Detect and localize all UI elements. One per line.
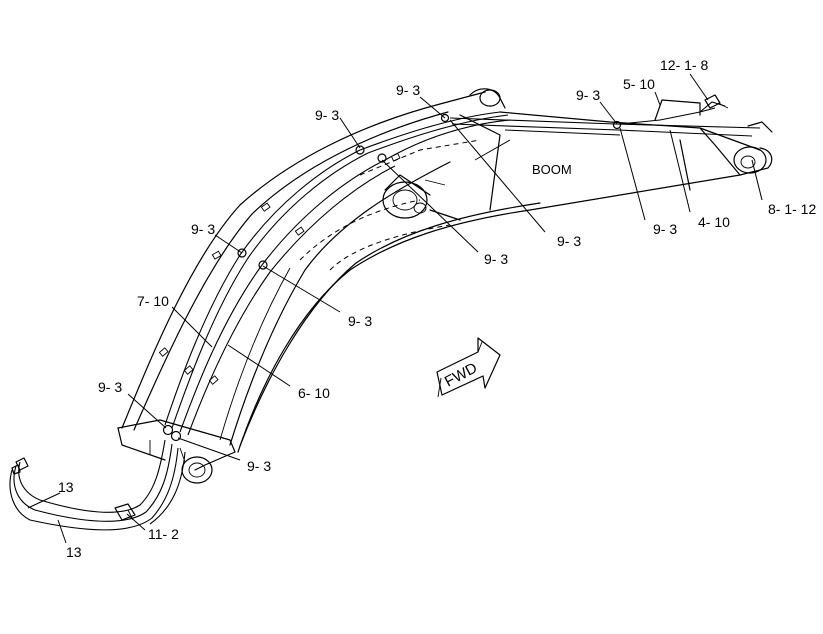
callout-9-3: 9- 3: [348, 313, 372, 329]
callout-labels: 9- 3 9- 3 9- 3 12- 1- 8 5- 10 9- 3 8- 1-…: [58, 57, 816, 560]
boom-label: BOOM: [532, 162, 572, 177]
callout-4-10: 4- 10: [698, 214, 730, 230]
callout-13: 13: [66, 544, 82, 560]
forward-arrow: FWD: [436, 337, 501, 398]
callout-8-1-12: 8- 1- 12: [768, 201, 816, 217]
clamps: [162, 113, 622, 442]
callout-7-10: 7- 10: [137, 293, 169, 309]
callout-5-10: 5- 10: [623, 76, 655, 92]
callout-9-3: 9- 3: [653, 221, 677, 237]
hydraulic-lines: [9, 94, 773, 531]
callout-12-1-8: 12- 1- 8: [660, 57, 708, 73]
boom-structure: [117, 88, 773, 484]
callout-9-3: 9- 3: [315, 107, 339, 123]
callout-11-2: 11- 2: [148, 526, 179, 542]
callout-9-3: 9- 3: [396, 82, 420, 98]
leader-lines: [27, 73, 763, 544]
callout-6-10: 6- 10: [298, 385, 330, 401]
callout-13: 13: [58, 479, 74, 495]
callout-9-3: 9- 3: [484, 251, 508, 267]
callout-9-3: 9- 3: [557, 233, 581, 249]
callout-9-3: 9- 3: [247, 458, 271, 474]
callout-9-3: 9- 3: [98, 379, 122, 395]
callout-9-3: 9- 3: [576, 87, 600, 103]
callout-9-3: 9- 3: [191, 221, 215, 237]
